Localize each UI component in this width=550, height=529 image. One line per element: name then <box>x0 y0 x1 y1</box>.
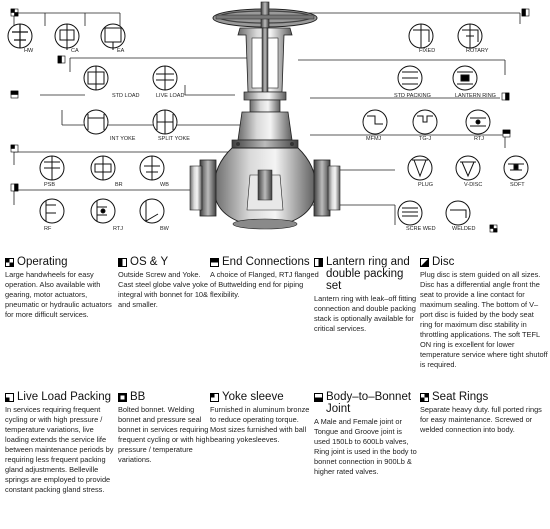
section-body: Large handwheels for easy operation. Als… <box>5 270 112 319</box>
valve-options-diagram: HW CA EA FIXED ROTARY STD LOAD LIVE LOAD… <box>7 1 530 233</box>
section-title: Live Load Packing <box>17 391 111 403</box>
section-seat-rings: Seat Rings Separate heavy duty. full por… <box>420 391 548 435</box>
section-lantern-ring: Lantern ring and double packing set Lant… <box>314 256 418 334</box>
label-ca: CA <box>71 48 79 54</box>
corner-square-icon <box>5 393 14 402</box>
detail-circle-plug <box>407 155 433 181</box>
label-lantern-ring: LANTERN RING <box>455 93 496 99</box>
label-int-yoke: INT YOKE <box>110 136 136 142</box>
label-screwed: SCRE WED <box>406 226 436 232</box>
label-fixed: FIXED <box>419 48 435 54</box>
section-title: End Connections <box>222 256 310 268</box>
section-body: A Male and Female joint or Tongue and Gr… <box>314 417 417 476</box>
detail-circle-br <box>90 155 116 181</box>
section-title: OS & Y <box>130 256 169 268</box>
detail-circle-bw <box>139 198 165 224</box>
section-body: Separate heavy duty. full ported rings f… <box>420 405 542 434</box>
detail-circle-rotary <box>457 23 483 49</box>
label-bw: BW <box>160 226 170 232</box>
label-hw: HW <box>24 48 34 54</box>
detail-circle-split-yoke <box>152 109 178 135</box>
detail-circle-welded <box>445 200 471 226</box>
section-title: Yoke sleeve <box>222 391 284 403</box>
detail-circle-ca <box>54 23 80 50</box>
section-yoke-sleeve: Yoke sleeve Furnished in aluminum bronze… <box>210 391 316 445</box>
section-operating: Operating Large handwheels for easy oper… <box>5 256 117 320</box>
label-split-yoke: SPLIT YOKE <box>158 136 190 142</box>
diagonal-square-icon <box>420 258 429 267</box>
checker-square-icon <box>5 258 14 267</box>
section-bb: BB Bolted bonnet. Welding bonnet and pre… <box>118 391 213 465</box>
detail-circle-screwed <box>397 200 423 226</box>
label-welded: WELDED <box>452 226 476 232</box>
section-body: A choice of Flanged, RTJ flanged of Butt… <box>210 270 319 299</box>
notch-square-icon <box>314 393 323 402</box>
detail-circle-live-load <box>152 65 178 91</box>
section-title: Operating <box>17 256 68 268</box>
section-body: Outside Screw and Yoke. Cast steel globe… <box>118 270 208 309</box>
detail-circle-wb <box>139 155 165 181</box>
detail-circle-int-yoke <box>83 109 109 135</box>
detail-circle-fixed <box>408 23 434 49</box>
gate-valve-illustration <box>189 1 341 230</box>
section-disc: Disc Plug disc is stem guided on all siz… <box>420 256 548 370</box>
label-br: BR <box>115 182 123 188</box>
section-end-connections: End Connections A choice of Flanged, RTJ… <box>210 256 320 300</box>
section-title: Seat Rings <box>432 391 489 403</box>
section-title: Body–to–Bonnet Joint <box>326 391 412 415</box>
label-mfmj: MFMJ <box>366 136 382 142</box>
detail-circle-soft <box>503 155 529 181</box>
section-body: Plug disc is stem guided on all sizes. D… <box>420 270 548 369</box>
section-body: In services requiring frequent cycling o… <box>5 405 114 494</box>
label-v-disc: V-DISC <box>464 182 482 188</box>
section-body: Furnished in aluminum bronze to reduce o… <box>210 405 310 444</box>
detail-circle-psb <box>39 155 65 181</box>
section-body: Bolted bonnet. Welding bonnet and pressu… <box>118 405 210 464</box>
label-plug: PLUG <box>418 182 433 188</box>
detail-circle-rtj-top <box>465 109 491 135</box>
section-body-to-bonnet-joint: Body–to–Bonnet Joint A Male and Female j… <box>314 391 418 477</box>
label-rtj-bottom: RTJ <box>113 226 123 232</box>
section-title: Lantern ring and double packing set <box>326 256 410 292</box>
detail-circle-v-disc <box>455 155 481 181</box>
detail-circle-mfmj <box>362 109 388 135</box>
detail-circle-rf <box>39 198 65 224</box>
label-live-load: LIVE LOAD <box>156 93 184 99</box>
detail-circle-rtj-bottom <box>90 198 116 224</box>
label-std-packing: STD PACKING <box>394 93 431 99</box>
section-body: Lantern ring with leak–off fitting conne… <box>314 294 417 333</box>
label-rotary: ROTARY <box>466 48 489 54</box>
label-soft: SOFT <box>510 182 525 188</box>
label-psb: PSB <box>44 182 55 188</box>
detail-circle-tgj <box>412 109 438 135</box>
split-square-icon <box>118 258 127 267</box>
detail-circle-ea <box>100 23 126 50</box>
label-rtj-top: RTJ <box>474 136 484 142</box>
section-title: Disc <box>432 256 455 268</box>
leader-markers <box>10 8 530 233</box>
half-square-icon <box>210 393 219 402</box>
section-os-y: OS & Y Outside Screw and Yoke. Cast stee… <box>118 256 213 310</box>
frame-square-icon <box>118 393 127 402</box>
quarter-square-icon <box>210 258 219 267</box>
detail-circle-std-packing <box>397 65 423 91</box>
section-title: BB <box>130 391 146 403</box>
label-ea: EA <box>117 48 125 54</box>
bar-square-icon <box>314 258 323 267</box>
detail-circle-lantern-ring <box>452 65 478 91</box>
section-live-load-packing: Live Load Packing In services requiring … <box>5 391 115 495</box>
label-wb: WB <box>160 182 169 188</box>
label-rf: RF <box>44 226 52 232</box>
detail-circle-hw <box>7 23 33 49</box>
label-tgj: TG-J <box>419 136 431 142</box>
label-std-load: STD LOAD <box>112 93 140 99</box>
detail-circle-std-load <box>83 65 109 91</box>
steps-square-icon <box>420 393 429 402</box>
